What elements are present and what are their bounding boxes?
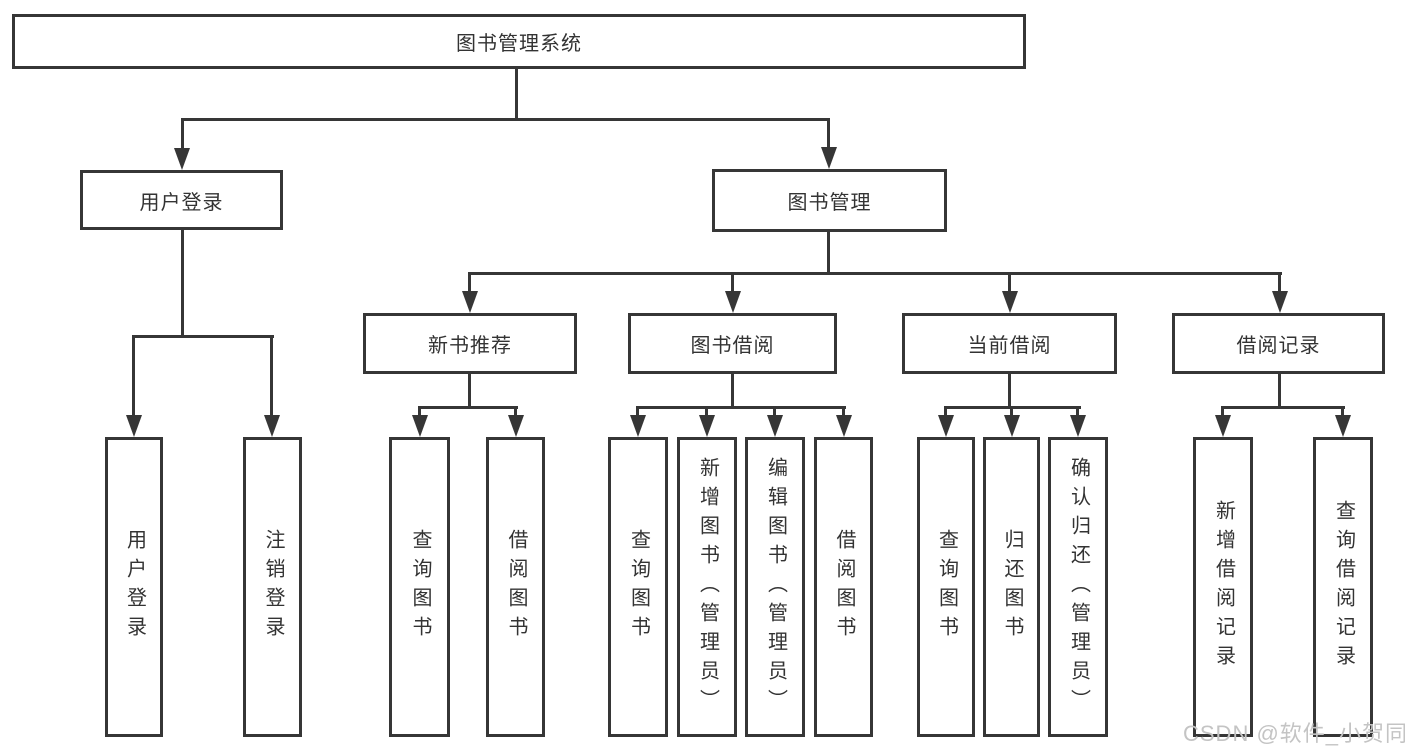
connector-root-right-drop (827, 118, 830, 149)
leaf-label: 确认归还（管理员） (1067, 456, 1090, 718)
arrowhead-leaf-user-login (126, 415, 142, 437)
node-library-management-system: 图书管理系统 (12, 14, 1026, 69)
connector-user-login-drop-2 (270, 335, 273, 417)
leaf-label: 注销登录 (262, 529, 284, 645)
connector-book-mgmt-split (468, 272, 1282, 275)
connector-root-left-drop (181, 118, 184, 150)
leaf-query-books-recommend: 查询图书 (389, 437, 450, 737)
arrowhead-cb-query-books (938, 415, 954, 437)
leaf-label: 查询图书 (935, 529, 958, 645)
leaf-add-books-admin: 新增图书（管理员） (677, 437, 737, 737)
arrowhead-br-query-record (1335, 415, 1351, 437)
leaf-label: 借阅图书 (505, 529, 527, 645)
connector-borrow-records-stem (1278, 374, 1281, 409)
connector-new-book-stem (468, 374, 471, 409)
leaf-edit-books-admin: 编辑图书（管理员） (745, 437, 805, 737)
connector-new-book-drop-2 (514, 406, 517, 418)
node-current-borrow: 当前借阅 (902, 313, 1117, 374)
arrowhead-book-borrow (725, 291, 741, 313)
connector-book-borrow-split (636, 406, 846, 409)
connector-user-login-split (132, 335, 274, 338)
leaf-label: 用户登录 (123, 529, 146, 645)
arrowhead-user-login (174, 148, 190, 170)
connector-cb-drop-3 (1076, 406, 1079, 418)
node-label: 用户登录 (139, 191, 224, 214)
arrowhead-bb-query-books (630, 415, 646, 437)
node-borrow-records: 借阅记录 (1172, 313, 1385, 374)
leaf-return-books: 归还图书 (983, 437, 1040, 737)
arrowhead-current-borrow (1002, 291, 1018, 313)
arrowhead-br-add-record (1215, 415, 1231, 437)
leaf-query-books-borrow: 查询图书 (608, 437, 668, 737)
connector-user-login-stem (181, 230, 184, 338)
connector-cb-drop-1 (944, 406, 947, 418)
arrowhead-bb-add-books (699, 415, 715, 437)
arrowhead-new-book-recommend (462, 291, 478, 313)
connector-drop-borrow-records (1278, 272, 1281, 294)
arrowhead-bb-edit-books (767, 415, 783, 437)
connector-user-login-drop-1 (132, 335, 135, 417)
connector-bb-drop-2 (705, 406, 708, 418)
leaf-confirm-return-admin: 确认归还（管理员） (1048, 437, 1108, 737)
connector-bb-drop-1 (636, 406, 639, 418)
connector-book-borrow-stem (731, 374, 734, 409)
connector-br-drop-1 (1221, 406, 1224, 418)
leaf-label: 查询图书 (409, 529, 431, 645)
arrowhead-nb-borrow-books (508, 415, 524, 437)
arrowhead-book-management (821, 147, 837, 169)
connector-drop-book-borrow (731, 272, 734, 294)
connector-bb-drop-3 (773, 406, 776, 418)
leaf-label: 归还图书 (1001, 529, 1023, 645)
connector-drop-current-borrow (1008, 272, 1011, 294)
connector-book-mgmt-stem (827, 232, 830, 275)
node-book-management: 图书管理 (712, 169, 947, 232)
connector-current-borrow-stem (1008, 374, 1011, 409)
connector-cb-drop-2 (1010, 406, 1013, 418)
leaf-query-books-current: 查询图书 (917, 437, 975, 737)
connector-bb-drop-4 (842, 406, 845, 418)
leaf-label: 新增借阅记录 (1212, 500, 1235, 674)
leaf-label: 查询图书 (627, 529, 650, 645)
leaf-query-borrow-record: 查询借阅记录 (1313, 437, 1373, 737)
connector-new-book-split (418, 406, 518, 409)
arrowhead-cb-confirm-return (1070, 415, 1086, 437)
arrowhead-bb-borrow-books (836, 415, 852, 437)
node-label: 图书借阅 (690, 335, 775, 357)
node-book-borrow: 图书借阅 (628, 313, 837, 374)
connector-borrow-records-split (1221, 406, 1345, 409)
arrowhead-leaf-logout (264, 415, 280, 437)
arrowhead-nb-query-books (412, 415, 428, 437)
leaf-borrow-books-recommend: 借阅图书 (486, 437, 545, 737)
leaf-label: 查询借阅记录 (1332, 500, 1355, 674)
node-new-book-recommend: 新书推荐 (363, 313, 577, 374)
leaf-label: 编辑图书（管理员） (764, 456, 787, 718)
leaf-label: 借阅图书 (833, 529, 855, 645)
connector-br-drop-2 (1341, 406, 1344, 418)
connector-drop-new-book (468, 272, 471, 294)
node-label: 借阅记录 (1236, 335, 1321, 357)
leaf-add-borrow-record: 新增借阅记录 (1193, 437, 1253, 737)
leaf-borrow-books: 借阅图书 (814, 437, 873, 737)
node-label: 当前借阅 (967, 335, 1052, 357)
connector-new-book-drop-1 (418, 406, 421, 418)
csdn-watermark: CSDN @软件_小贺同学 (1183, 721, 1405, 746)
node-label: 图书管理系统 (456, 33, 582, 55)
arrowhead-cb-return-books (1004, 415, 1020, 437)
leaf-user-login: 用户登录 (105, 437, 163, 737)
leaf-label: 新增图书（管理员） (696, 456, 719, 718)
node-label: 新书推荐 (428, 335, 512, 357)
connector-root-split (181, 118, 830, 121)
node-user-login: 用户登录 (80, 170, 283, 230)
node-label: 图书管理 (787, 192, 872, 214)
leaf-logout: 注销登录 (243, 437, 302, 737)
arrowhead-borrow-records (1272, 291, 1288, 313)
connector-root-stem (515, 69, 518, 120)
